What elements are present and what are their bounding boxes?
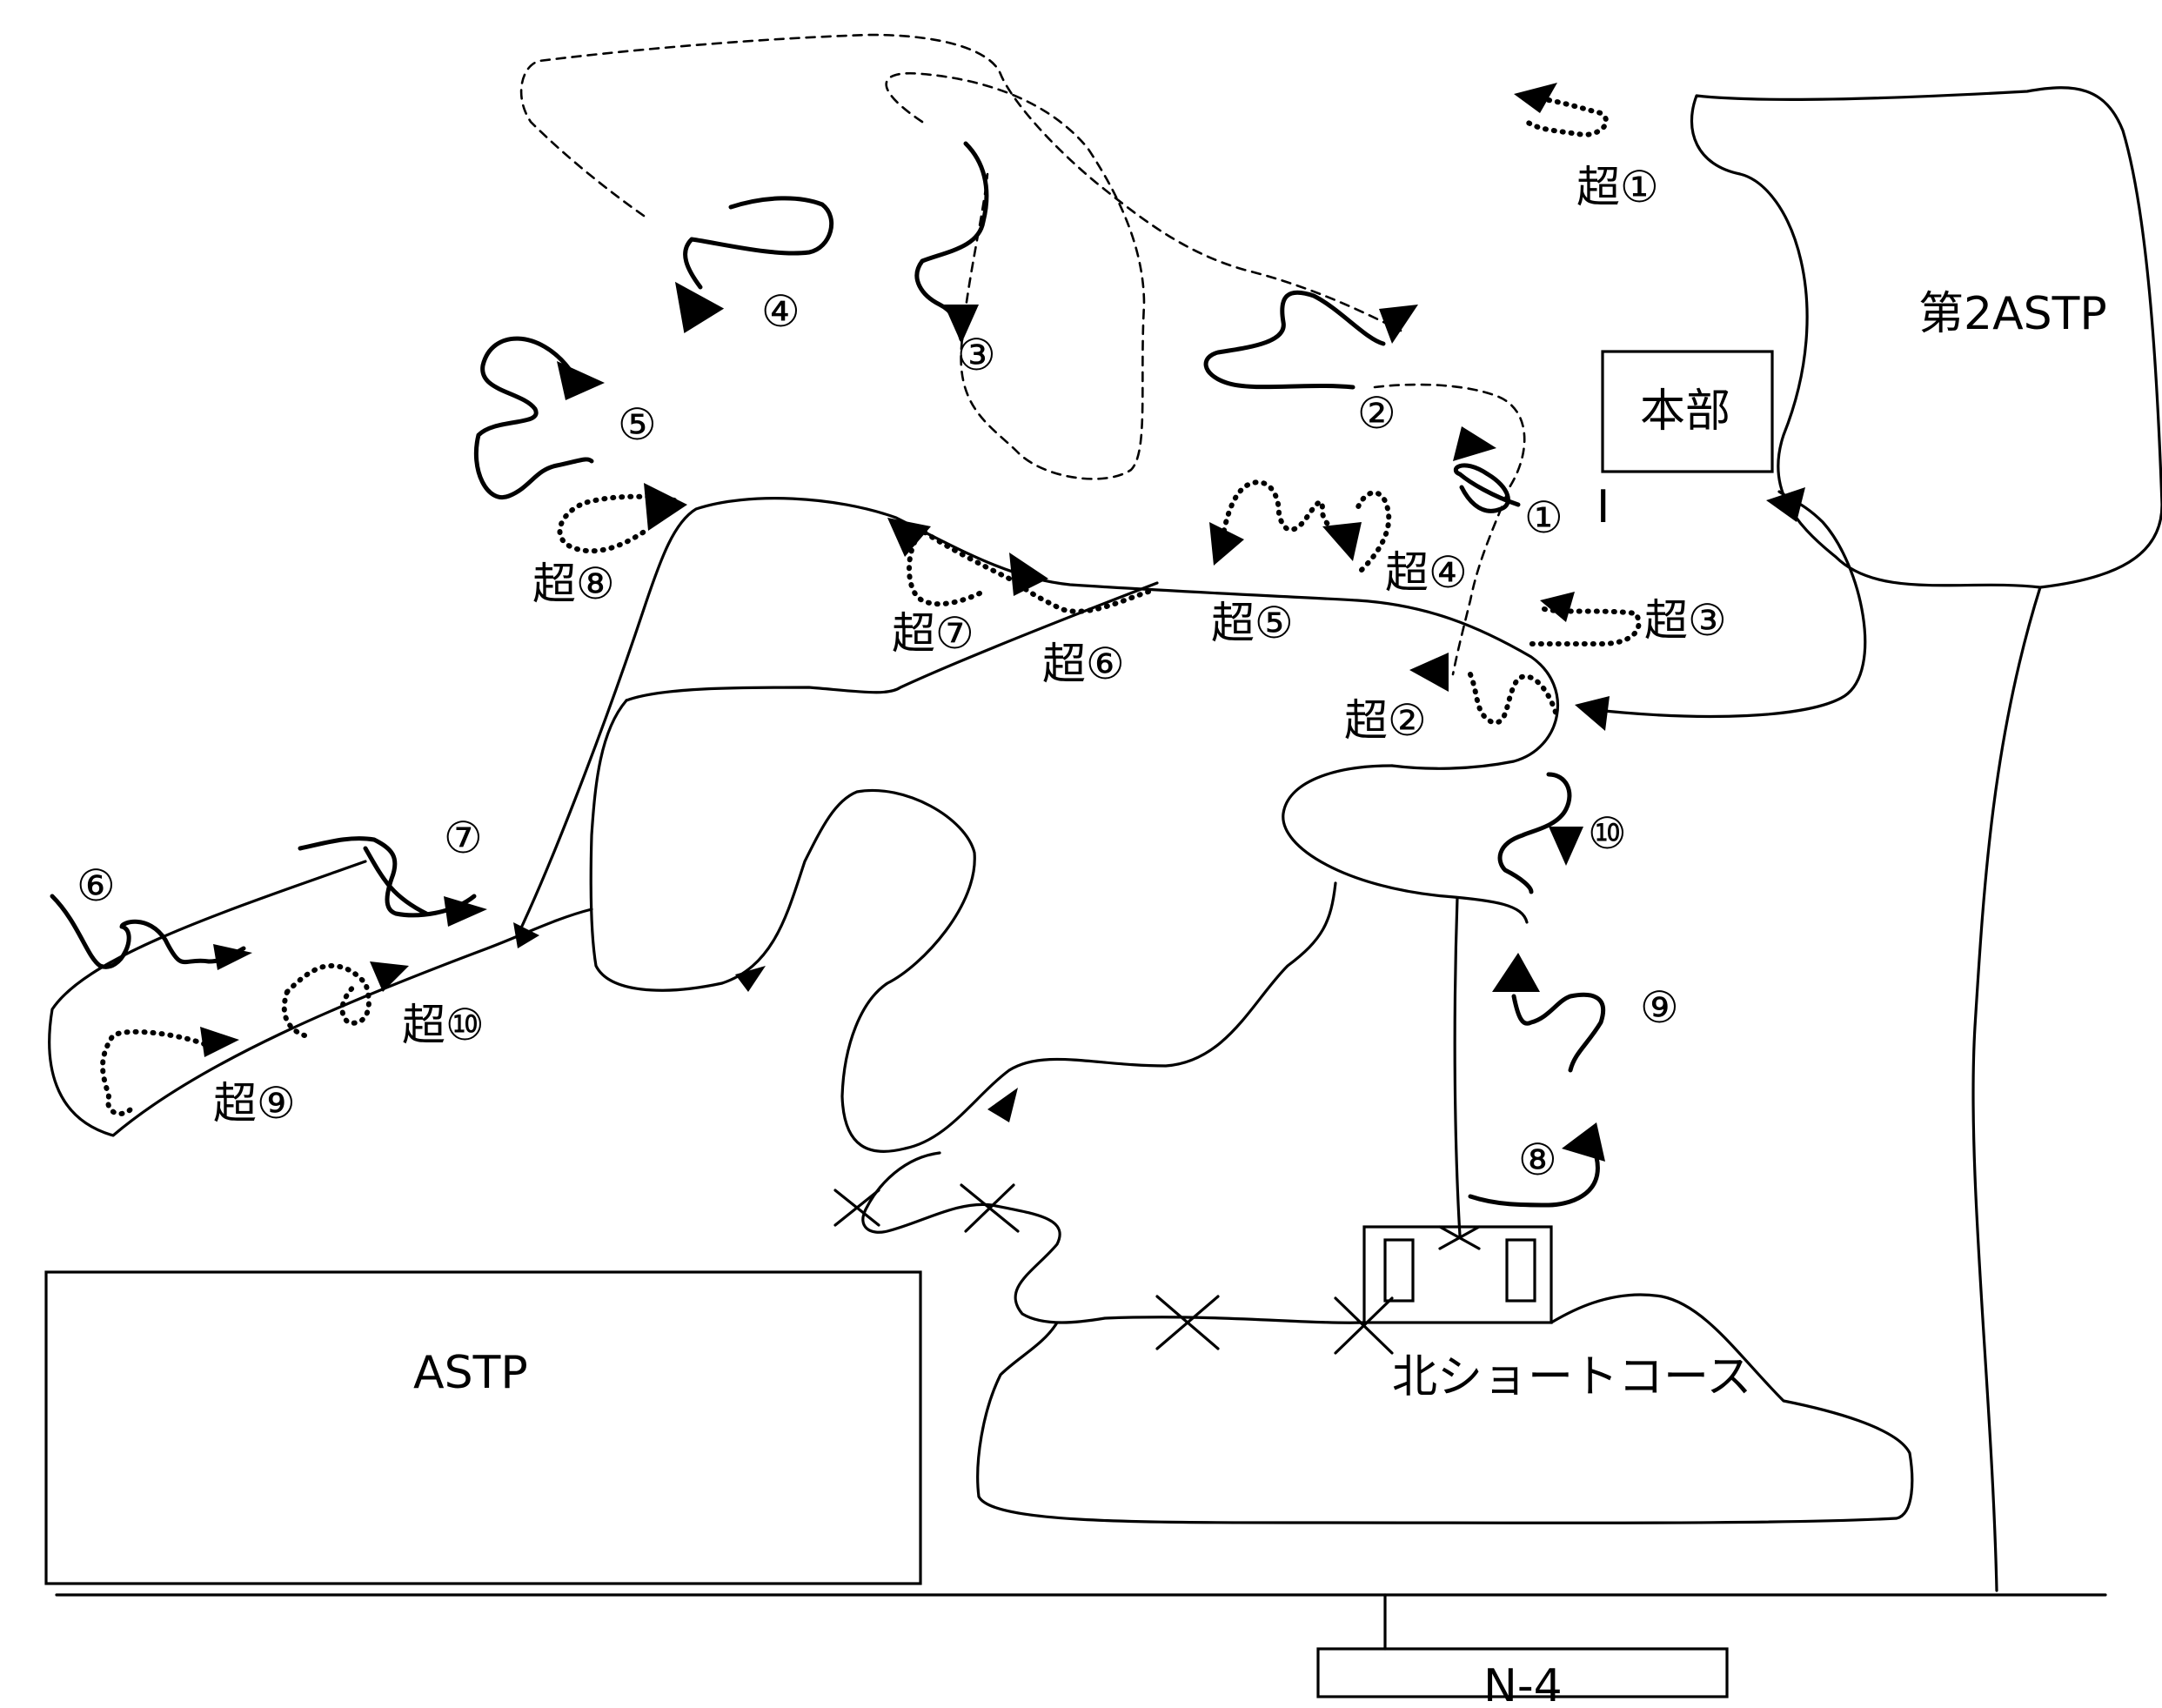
- super-label-9: 超⑨: [213, 1078, 296, 1129]
- course-label-8: ⑧: [1518, 1135, 1557, 1185]
- super-label-10: 超⑩: [402, 1000, 485, 1050]
- west-trail: [589, 699, 1337, 1153]
- super-label-5: 超⑤: [1211, 598, 1294, 648]
- super-label-8: 超⑧: [532, 559, 615, 609]
- super-label-2: 超②: [1344, 695, 1427, 746]
- course-leg-9: [1511, 992, 1605, 1073]
- course-leg-10: [1497, 772, 1572, 894]
- super-route-2: [1468, 672, 1560, 726]
- building-door-right: [1505, 1238, 1536, 1303]
- course-label-4: ④: [761, 286, 800, 337]
- course-label-1: ①: [1524, 492, 1563, 543]
- super-route-7: [907, 527, 1012, 607]
- dashed-route-1: [1373, 383, 1526, 676]
- marker-i-label: I: [1596, 481, 1610, 533]
- super-route-6: [1015, 580, 1151, 614]
- course-leg-2: [1203, 290, 1386, 390]
- n4-box: [1316, 1647, 1729, 1698]
- course-leg-8: [1468, 1155, 1600, 1208]
- n4-label: N-4: [1483, 1660, 1563, 1708]
- second-astp-label: 第2ASTP: [1918, 288, 2107, 340]
- upper-inner-trail: [625, 581, 1159, 702]
- course-label-6: ⑥: [77, 861, 116, 911]
- super-route-10b: [281, 989, 307, 1038]
- right-return-trail: [1586, 490, 1867, 719]
- super-label-4: 超④: [1385, 547, 1468, 598]
- course-leg-4: [683, 196, 834, 290]
- course-label-9: ⑨: [1640, 982, 1679, 1033]
- course-label-2: ②: [1357, 388, 1396, 439]
- super-route-1: [1524, 97, 1609, 138]
- direction-arrows: [200, 83, 1805, 1162]
- super-route-8: [557, 493, 677, 554]
- super-route-3: [1529, 606, 1642, 647]
- course-leg-6: [50, 894, 246, 969]
- finish-leg-trail: [1453, 896, 1462, 1237]
- super-route-9: [100, 1028, 207, 1116]
- cross-marks: [833, 1183, 1481, 1355]
- headquarters-box: [1601, 350, 1774, 473]
- north-short-course-label: 北ショートコース: [1392, 1351, 1751, 1403]
- course-leg-5: [473, 336, 594, 500]
- dashed-route-3: [885, 71, 1146, 480]
- super-label-1: 超①: [1576, 162, 1659, 212]
- course-label-10: ⑩: [1588, 808, 1627, 859]
- course-leg-7b: [363, 846, 429, 916]
- west-outer-trail: [48, 860, 593, 1137]
- astp-label: ASTP: [413, 1347, 528, 1399]
- building-box: [1362, 1225, 1553, 1324]
- course-label-7: ⑦: [444, 813, 483, 863]
- second-astp-outline: [1690, 86, 2162, 1592]
- course-label-3: ③: [957, 330, 996, 380]
- super-route-4: [1355, 490, 1392, 573]
- dashed-route-4: [519, 33, 1402, 332]
- super-label-6: 超⑥: [1042, 639, 1125, 689]
- course-leg-1: [1453, 463, 1521, 513]
- upper-loop-trail: [516, 497, 1560, 937]
- super-route-10: [284, 962, 371, 1026]
- astp-area: [44, 1270, 922, 1585]
- central-oval-trail: [1282, 764, 1529, 924]
- building-door-left: [1383, 1238, 1415, 1303]
- lower-trail: [861, 1151, 1914, 1524]
- super-label-3: 超③: [1644, 595, 1727, 646]
- course-label-5: ⑤: [618, 399, 657, 450]
- headquarters-label: 本部: [1640, 385, 1730, 438]
- super-route-5: [1220, 479, 1351, 542]
- super-label-7: 超⑦: [892, 608, 974, 659]
